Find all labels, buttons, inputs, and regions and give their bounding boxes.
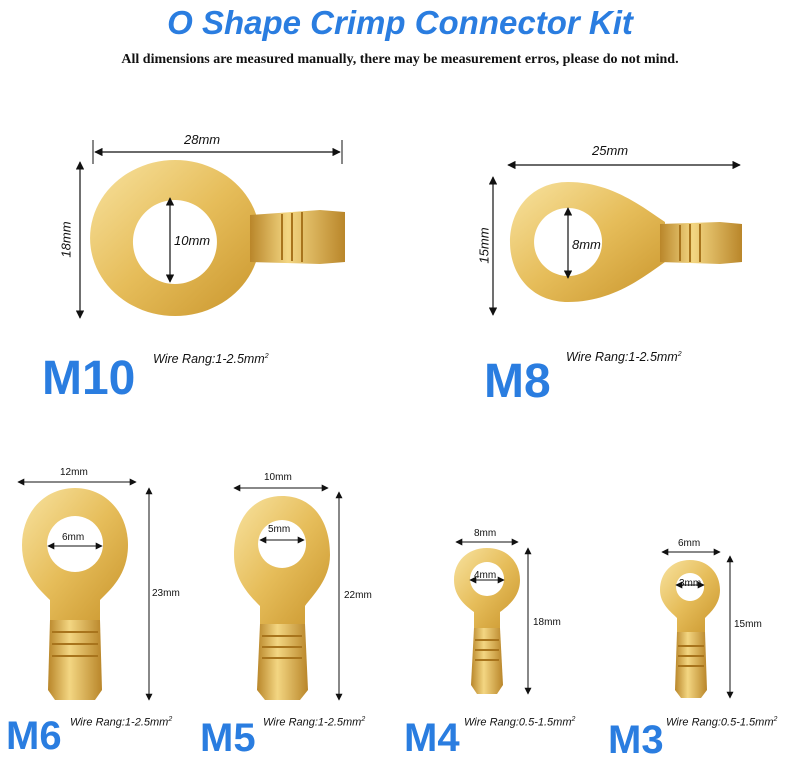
page-title: O Shape Crimp Connector Kit xyxy=(167,4,633,41)
m4-wire-range: Wire Rang:0.5-1.5mm2 xyxy=(464,716,576,729)
m8-connector-image xyxy=(510,182,742,302)
measurement-note: All dimensions are measured manually, th… xyxy=(121,52,679,67)
m5-size-label: M5 xyxy=(200,716,256,760)
m8-size-label: M8 xyxy=(484,355,551,408)
m6-wire-range: Wire Rang:1-2.5mm2 xyxy=(70,716,173,729)
m8-wire-range: Wire Rang:1-2.5mm2 xyxy=(566,350,682,364)
m4-width-label: 8mm xyxy=(474,528,497,539)
m4-length-label: 18mm xyxy=(533,617,561,628)
m3-width-label: 6mm xyxy=(678,538,701,549)
m3-length-label: 15mm xyxy=(734,619,762,630)
m6-connector-image xyxy=(22,488,128,700)
m3-wire-range: Wire Rang:0.5-1.5mm2 xyxy=(666,716,778,729)
m5-hole-label: 5mm xyxy=(268,524,291,535)
m4-hole-label: 4mm xyxy=(474,570,497,581)
m5-connector-image xyxy=(234,496,330,700)
m10-width-label: 18mm xyxy=(58,221,74,258)
m4-size-label: M4 xyxy=(404,716,460,760)
m6-hole-label: 6mm xyxy=(62,532,85,543)
m6-length-label: 23mm xyxy=(152,588,180,599)
m4-connector-image xyxy=(454,548,520,694)
m3-connector-image xyxy=(660,560,720,698)
m10-connector-image xyxy=(90,160,345,316)
m6-width-label: 12mm xyxy=(60,467,88,478)
m10-hole-label: 10mm xyxy=(174,233,211,248)
m10-wire-range: Wire Rang:1-2.5mm2 xyxy=(153,352,269,366)
m10-length-label: 28mm xyxy=(184,132,221,147)
m8-hole-label: 8mm xyxy=(572,237,601,252)
m10-size-label: M10 xyxy=(42,352,136,405)
m5-width-label: 10mm xyxy=(264,472,292,483)
m5-wire-range: Wire Rang:1-2.5mm2 xyxy=(263,716,366,729)
m3-hole-label: 3mm xyxy=(679,578,702,589)
m5-length-label: 22mm xyxy=(344,590,372,601)
m3-size-label: M3 xyxy=(608,718,664,762)
m8-length-label: 25mm xyxy=(592,143,629,158)
m6-size-label: M6 xyxy=(6,714,62,758)
m8-width-label: 15mm xyxy=(476,227,492,264)
